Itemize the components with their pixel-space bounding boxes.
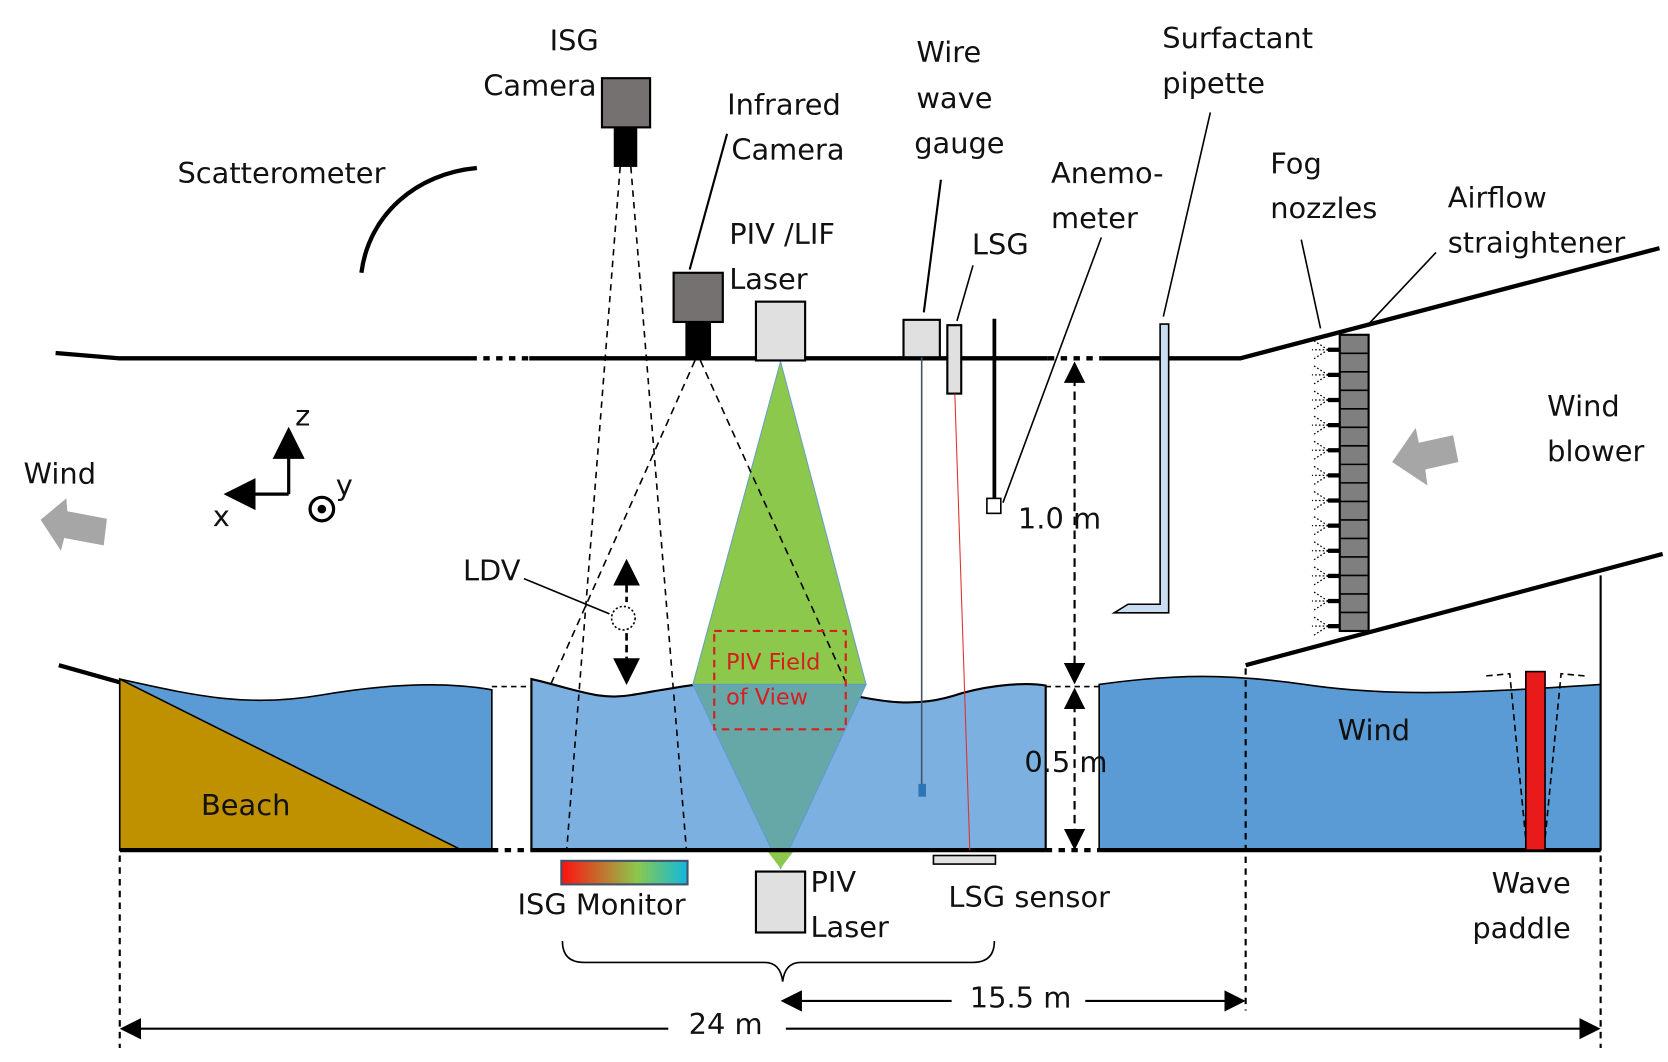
total-length-label: 24 m [689, 1007, 763, 1041]
laser-sheet-upper [692, 359, 867, 685]
axis-z-label: z [295, 399, 310, 433]
fog-spray [1311, 565, 1329, 587]
piv-laser-bottom [754, 870, 807, 934]
isg-monitor [560, 859, 689, 886]
fog-nozzle [1327, 498, 1340, 503]
wire-wave-gauge [902, 318, 941, 359]
wind-water-label: Wind [1338, 713, 1411, 747]
surfactant-pipette [1111, 323, 1170, 614]
scatterometer-dish [359, 165, 478, 274]
fog-nozzle [1327, 397, 1340, 403]
fog-nozzle [1327, 624, 1340, 629]
fog-spray [1311, 389, 1329, 411]
dimension-lines [118, 361, 1602, 1048]
fog-spray [1311, 515, 1329, 536]
fog-nozzle [1327, 347, 1340, 352]
fog-spray [1311, 339, 1329, 360]
wave-paddle [1486, 670, 1585, 851]
wind-left-arrow-icon [40, 498, 107, 551]
fog-spray [1311, 364, 1329, 386]
water-right [1098, 675, 1602, 851]
isg-monitor-label: ISG Monitor [518, 887, 686, 921]
fog-spray [1311, 490, 1329, 511]
axis-x-label: x [213, 499, 230, 533]
fog-nozzle [1327, 372, 1340, 378]
infrared-camera [672, 271, 724, 324]
lsg-unit [946, 324, 963, 395]
water-left [118, 677, 493, 851]
lsg-sensor [932, 854, 997, 865]
fog-spray [1311, 440, 1329, 461]
piv-field-of-view-box [713, 629, 847, 731]
fog-nozzle [1327, 548, 1340, 553]
fog-nozzles [1311, 339, 1340, 637]
fog-nozzle [1327, 448, 1340, 453]
fog-nozzle [1327, 573, 1340, 579]
test-section-distance-label: 15.5 m [970, 980, 1072, 1014]
isg-camera-view [565, 166, 688, 851]
ldv-probe [610, 605, 636, 631]
coordinate-axes: z x y [213, 399, 353, 534]
fog-spray [1311, 465, 1329, 486]
fog-spray [1311, 414, 1329, 436]
beach-label: Beach [201, 788, 290, 822]
lsg-label: LSG [972, 228, 1029, 262]
fog-nozzle [1327, 423, 1340, 428]
air-height-label: 1.0 m [1018, 501, 1101, 535]
fog-nozzle [1327, 523, 1340, 528]
ldv-label: LDV [463, 554, 521, 588]
isg-camera [600, 77, 652, 129]
fog-nozzle [1327, 473, 1340, 478]
water-depth-label: 0.5 m [1024, 745, 1107, 779]
airflow-straightener [1338, 333, 1370, 633]
fog-nozzle [1327, 598, 1340, 604]
wind-left-label: Wind [24, 456, 97, 490]
axis-y-label: y [336, 468, 353, 502]
anemometer [986, 497, 1002, 515]
scatterometer-label: Scatterometer [177, 156, 385, 190]
fog-spray [1311, 615, 1329, 637]
tank-walls [55, 246, 1664, 853]
lsg-sensor-label: LSG sensor [948, 880, 1110, 914]
fog-spray [1311, 590, 1329, 612]
anemometer-label: Anemo-meter [1051, 156, 1164, 235]
piv-lif-laser [754, 300, 807, 362]
wind-blower-arrow-icon [1392, 427, 1459, 486]
fog-spray [1311, 540, 1329, 561]
